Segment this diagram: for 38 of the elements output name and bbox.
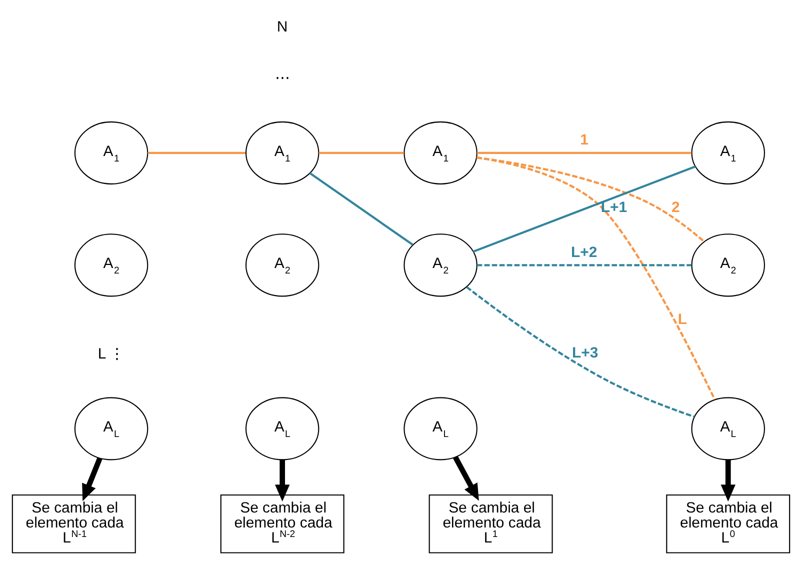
connector xyxy=(476,152,692,154)
connector xyxy=(318,152,404,154)
node-box: Se cambia el elemento cada L$^{0}$ xyxy=(666,494,790,554)
node-ellipse: A$_{1}$ xyxy=(74,121,148,184)
arrow xyxy=(82,457,102,502)
arrow xyxy=(274,460,290,502)
label: N xyxy=(276,18,288,36)
label: L ⋮ xyxy=(98,345,125,362)
node-ellipse: A$_{L}$ xyxy=(74,397,148,460)
node-ellipse: A$_{1}$ xyxy=(404,121,478,184)
edge-label: L xyxy=(678,311,688,328)
label: ⋯ xyxy=(274,70,290,87)
node-box: Se cambia el elemento cada L$^{1}$ xyxy=(428,494,553,554)
node-ellipse: A$_{2}$ xyxy=(245,234,320,297)
node-ellipse: A$_{L}$ xyxy=(691,397,765,460)
connector xyxy=(309,172,414,246)
connector xyxy=(466,286,695,418)
node-box: Se cambia el elemento cada L$^{N-2}$ xyxy=(220,494,344,554)
edge-label: L+2 xyxy=(570,244,598,261)
connector xyxy=(476,264,692,266)
node-ellipse: A$_{1}$ xyxy=(245,121,320,184)
node-ellipse: A$_{L}$ xyxy=(245,397,320,460)
node-ellipse: A$_{2}$ xyxy=(404,234,478,297)
node-box: Se cambia el elemento cada L$^{N-1}$ xyxy=(12,494,136,554)
edge-label: L+1 xyxy=(600,198,628,216)
node-ellipse: A$_{2}$ xyxy=(691,234,765,297)
connector xyxy=(476,156,716,400)
connector xyxy=(472,166,696,253)
node-ellipse: A$_{L}$ xyxy=(404,397,478,460)
arrow xyxy=(453,456,479,501)
edge-label: 2 xyxy=(671,198,680,216)
arrow xyxy=(720,460,736,502)
connector xyxy=(476,156,705,242)
edge-label: 1 xyxy=(580,132,588,149)
connector xyxy=(148,152,246,154)
node-ellipse: A$_{2}$ xyxy=(74,234,148,297)
edge-label: L+3 xyxy=(572,344,598,362)
node-ellipse: A$_{1}$ xyxy=(691,121,765,184)
